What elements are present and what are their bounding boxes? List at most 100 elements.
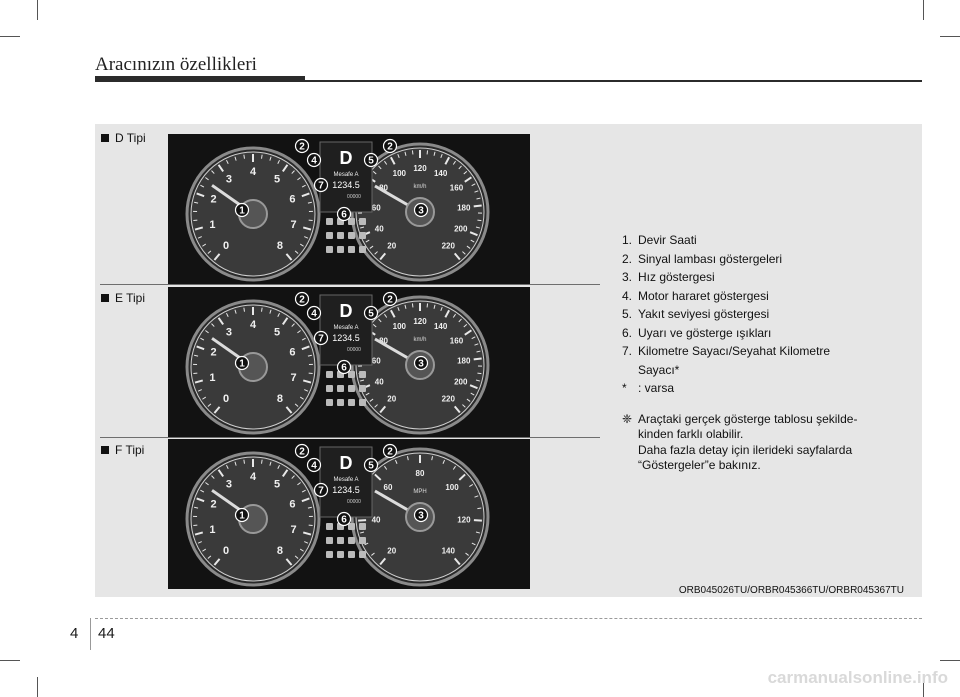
note-line: kinden farklı olabilir. [638,427,744,441]
crop-mark [940,660,960,661]
speedometer-tick [465,552,469,556]
speedometer-tick [359,531,365,534]
divider [100,437,600,438]
speedometer-tick [406,456,409,461]
legend-item: 2.Sinyal lambası göstergeleri [622,251,783,266]
tachometer-tick [269,309,272,314]
tachometer-tick [291,323,295,327]
chapter-number: 4 [70,625,79,642]
trip-value: 1234.5 [332,180,360,190]
speedometer-tick-label: 200 [454,224,468,233]
speedometer-tick-label: 20 [387,395,396,404]
callout-badge [413,507,429,523]
speedometer-tick-label: 40 [375,224,384,233]
tachometer-tick-label: 2 [210,347,216,359]
legend: 1.Devir Saati 2.Sinyal lambası göstergel… [622,231,872,474]
legend-item: 7.Kilometre Sayacı/Seyahat Kilometre Say… [622,344,831,377]
crop-mark [0,660,20,661]
speedometer-tick [458,165,462,170]
callout-badge [294,291,310,307]
callout-badge [234,202,250,218]
tachometer-tick [285,406,293,414]
callout-badge [306,305,322,321]
speedometer-tick-label: 220 [442,242,456,251]
callout-badge [363,457,379,473]
speedometer-tick-label: 80 [379,336,388,345]
crop-mark [923,0,924,20]
tachometer-tick [297,330,301,334]
speedometer-tick [384,465,388,470]
center-display [319,294,373,366]
callout-number: 2 [387,142,393,153]
bullet-square-icon [101,446,109,454]
tachometer-tick [202,396,207,400]
callout-badge [382,291,398,307]
warning-light-icon [359,246,366,253]
tachometer-tick [200,184,205,188]
tachometer-tick-label: 5 [274,174,280,186]
tachometer-tick [299,243,304,247]
speedometer-tick [463,170,468,175]
tachometer-tick-label: 4 [250,471,257,483]
speedometer-tick [371,552,375,556]
tachometer-tick [213,406,221,414]
warning-light-icon [359,523,366,530]
tachometer-tick [302,379,312,384]
callout-number: 4 [311,461,317,472]
tachometer-tick [194,531,204,536]
tachometer-tick-label: 8 [277,240,283,252]
callout-badge [363,305,379,321]
speedometer-tick-label: 120 [457,516,471,525]
callout-number: 4 [311,309,317,320]
speedometer-tick [469,484,474,487]
callout-number: 5 [368,156,374,167]
speedometer-tick-label: 160 [450,183,464,192]
warning-light-icon [359,232,366,239]
tachometer-tick [294,403,299,407]
speedometer-tick-label: 40 [372,516,381,525]
section-title: Aracınızın özellikleri [95,54,257,75]
speedometer-tick-label: 140 [434,169,448,178]
callout-number: 3 [418,359,424,370]
type-label-f: F Tipi [101,443,144,457]
warning-light-icon [359,399,366,406]
warning-light-icon [326,385,333,392]
speedometer-tick [452,465,456,470]
callout-badge [336,359,352,375]
speedometer-tick [471,183,476,187]
warning-light-icon [359,537,366,544]
divider [100,284,600,285]
tachometer-tick [197,236,202,239]
speedometer-tick [394,459,398,464]
speedometer-tick [442,459,446,464]
speedometer-tick-label: 80 [416,469,425,478]
gear-indicator: D [340,453,353,473]
warning-light-icon [359,371,366,378]
legend-item: 6.Uyarı ve gösterge ışıkları [622,325,772,340]
tachometer-tick [194,354,199,357]
tachometer-tick [304,236,309,239]
callout-number: 3 [418,206,424,217]
center-display [319,141,373,213]
odometer-value: 00000 [347,499,361,505]
speedometer-tick [458,318,462,323]
callout-badge [313,482,329,498]
speedometer-tick [470,392,475,396]
speedometer-tick-label: 60 [372,356,381,365]
tachometer-tick-label: 0 [223,545,229,557]
tachometer-tick [307,354,312,357]
callout-number: 2 [299,142,305,153]
callout-number: 2 [299,295,305,306]
speedometer-tick-label: 120 [413,164,427,173]
speedometer-tick [473,204,482,208]
tachometer-tick-label: 1 [209,219,215,231]
speedometer-tick-label: 180 [457,203,471,212]
warning-light-icon [348,385,355,392]
type-label-text: D Tipi [115,131,146,145]
tachometer-tick-label: 1 [209,372,215,384]
callout-number: 5 [368,461,374,472]
speedometer-tick [369,398,374,402]
legend-footnote: *: varsa [622,381,675,395]
